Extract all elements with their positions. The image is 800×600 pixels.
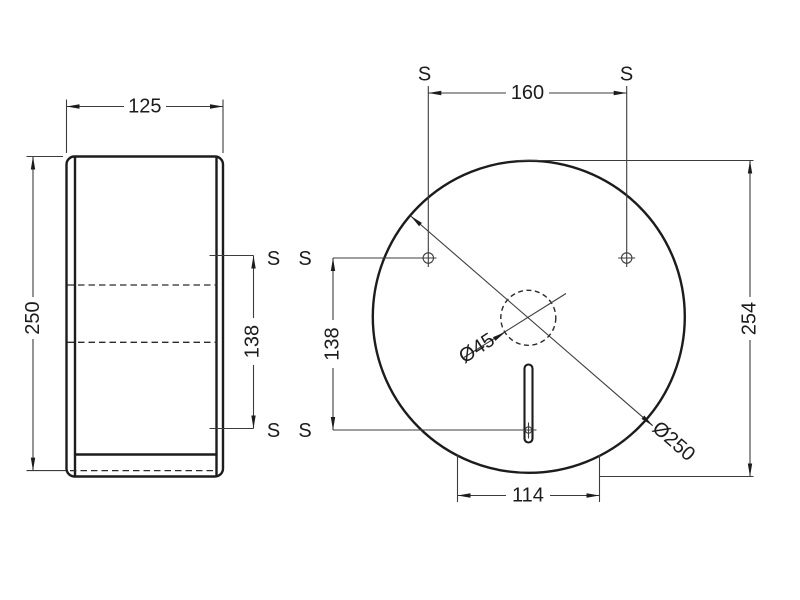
hub-leader-line (463, 293, 567, 358)
dim-label-250: 250 (22, 301, 44, 334)
dim-overall-height: 254 (516, 159, 761, 478)
screw-label-mid-upper-1: S (267, 248, 280, 270)
front-view (371, 159, 686, 474)
screw-label-mid-lower-2: S (298, 420, 311, 442)
face-diameter-line (410, 215, 654, 427)
dim-label-138-side: 138 (242, 325, 264, 358)
screw-label-top-right: S (620, 64, 633, 86)
front-view-hub-circle (500, 289, 557, 346)
screw-label-mid-lower-1: S (267, 420, 280, 442)
dim-top-screw-spacing: 160 (427, 82, 628, 267)
side-view (65, 155, 225, 478)
screw-label-top-left: S (418, 64, 431, 86)
dim-base-width: 114 (456, 455, 601, 507)
dim-side-screw-spacing: 138 (209, 254, 264, 430)
side-view-outer-shell (65, 155, 225, 478)
dim-height: 250 (22, 155, 66, 472)
front-view-paper-slot (523, 363, 534, 444)
face-diameter-arrow-upper (410, 216, 422, 227)
dim-depth: 125 (65, 96, 224, 153)
dim-label-face-diameter: Ø250 (648, 417, 699, 466)
dim-label-254: 254 (739, 302, 761, 335)
dim-front-screw-spacing: 138 (322, 257, 537, 431)
dim-label-160: 160 (511, 82, 544, 104)
screw-labels: S S S S S S (267, 64, 633, 443)
hub-leader-arrow (493, 332, 506, 341)
face-diameter-arrow-lower (641, 415, 653, 426)
screw-label-mid-upper-2: S (298, 248, 311, 270)
dim-label-125: 125 (128, 96, 161, 118)
dim-label-hub-diameter: Ø45 (455, 329, 499, 368)
dim-label-114: 114 (512, 485, 544, 507)
dim-label-138-front: 138 (322, 327, 344, 360)
